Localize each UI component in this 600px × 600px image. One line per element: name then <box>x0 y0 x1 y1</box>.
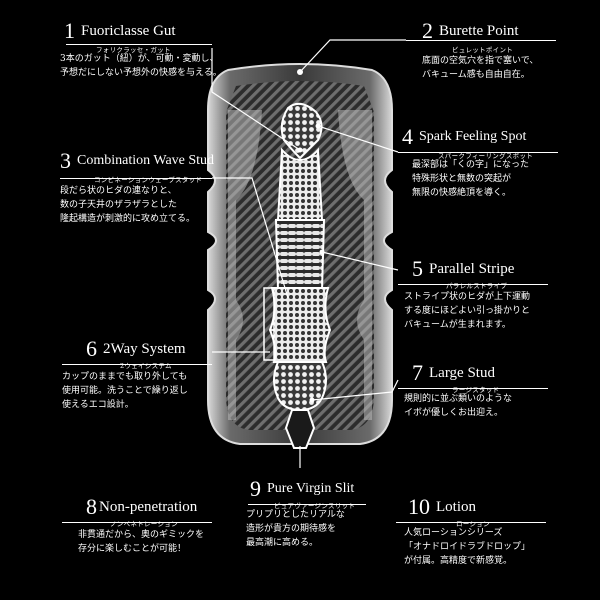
desc-line: 人気ローションシリーズ <box>404 528 503 538</box>
feature-3: 3 Combination Wave Stud コンビネーションウェーブスタッド <box>60 148 240 185</box>
gut-region <box>276 147 324 221</box>
feature-2: 2 Burette Point ビュレットポイント <box>422 18 582 55</box>
desc-line: ストライプ状のヒダが上下運動 <box>404 292 531 302</box>
feature-number: 10 <box>408 494 430 519</box>
divider <box>248 504 366 505</box>
feature-10: 10 Lotion ローション <box>408 494 558 529</box>
divider <box>62 364 212 365</box>
desc-line: 段だら状のヒダの連なりと、 <box>60 186 177 196</box>
divider <box>60 178 212 179</box>
feature-title: Pure Virgin Slit <box>267 481 355 496</box>
desc-line: 3本のガット（紐）が、可動・変動し、 <box>60 54 219 64</box>
feature-number: 5 <box>412 256 423 281</box>
desc-line: バキューム感も自由自在。 <box>422 70 530 80</box>
feature-7: 7 Large Stud ラージスタッド <box>412 360 562 395</box>
divider <box>396 522 546 523</box>
feature-number: 8 <box>86 494 97 519</box>
feature-subtitle: ノンペネトレーション <box>110 520 178 528</box>
feature-4: 4 Spark Feeling Spot スパークフィーリングスポット <box>402 124 592 161</box>
feature-subtitle: 2ウェイシステム <box>120 362 172 370</box>
parallel-stripe-region <box>274 219 326 291</box>
feature-title: Lotion <box>436 498 476 515</box>
feature-number: 3 <box>60 148 71 173</box>
desc-line: 底面の空気穴を指で塞いで、 <box>422 56 539 66</box>
feature-1: 1 Fuoriclasse Gut フォリクラッセ・ガット <box>64 20 224 90</box>
desc-line: カップのままでも取り外しても <box>62 372 188 382</box>
feature-title: Parallel Stripe <box>429 260 515 277</box>
desc-line: 使用可能。洗うことで繰り返し <box>62 386 188 396</box>
feature-number: 2 <box>422 18 433 43</box>
desc-line: 規則的に並ぶ類いのような <box>404 394 513 404</box>
feature-subtitle: パラレルストライプ <box>446 282 508 290</box>
feature-subtitle: コンビネーションウェーブスタッド <box>94 176 203 184</box>
divider <box>66 44 212 45</box>
feature-title: Fuoriclasse Gut <box>81 22 176 39</box>
desc-line: プリプリとしたリアルな <box>246 510 345 520</box>
feature-title: Spark Feeling Spot <box>419 129 527 144</box>
divider <box>398 284 548 285</box>
desc-line: 数の子天井のザラザラとした <box>60 200 178 210</box>
desc-line: 特殊形状と無数の突起が <box>412 174 512 184</box>
feature-subtitle: ラージスタッド <box>452 386 500 394</box>
feature-title: Non-penetration <box>99 498 198 515</box>
desc-line: する度にほどよい引っ掛かりと <box>404 306 531 316</box>
feature-5: 5 Parallel Stripe パラレルストライプ <box>412 256 592 291</box>
desc-line: バキュームが生まれます。 <box>404 320 511 330</box>
feature-subtitle: フォリクラッセ・ガット <box>96 46 171 54</box>
virgin-slit-region <box>284 409 316 449</box>
feature-9: 9 Pure Virgin Slit ピュアヴァージンスリット <box>250 476 410 511</box>
divider <box>62 522 212 523</box>
feature-number: 1 <box>64 18 75 43</box>
feature-number: 6 <box>86 336 97 361</box>
desc-line: 造形が貴方の期待感を <box>246 524 337 534</box>
desc-line: 存分に楽しむことが可能！ <box>78 544 187 554</box>
feature-title: Burette Point <box>439 22 519 39</box>
desc-line: が付属。高精度で新感覚。 <box>404 556 513 566</box>
desc-line: 隆起構造が刺激的に攻め立てる。 <box>60 214 196 224</box>
desc-line: 無限の快感絶頂を導く。 <box>412 188 512 198</box>
desc-line: 予想だにしない予想外の快感を与える。 <box>60 68 222 78</box>
desc-line: 非貫通だから、奥のギミックを <box>78 530 205 540</box>
feature-title: 2Way System <box>103 340 186 357</box>
combination-wave-region <box>268 287 332 363</box>
feature-6: 6 2Way System 2ウェイシステム <box>86 336 226 371</box>
divider <box>398 388 548 389</box>
large-stud-region <box>273 361 327 412</box>
feature-subtitle: ビュレットポイント <box>452 46 514 54</box>
feature-number: 4 <box>402 124 413 149</box>
feature-subtitle: ピュアヴァージンスリット <box>274 502 356 510</box>
desc-line: 使えるエコ設計。 <box>62 400 134 410</box>
divider <box>398 152 558 153</box>
desc-line: 「オナドロイドラブドロップ」 <box>404 542 531 552</box>
feature-title: Large Stud <box>429 364 495 381</box>
feature-number: 9 <box>250 476 261 501</box>
feature-number: 7 <box>412 360 423 385</box>
feature-subtitle: ローション <box>456 520 490 528</box>
feature-title: Combination Wave Stud <box>77 153 215 168</box>
divider <box>406 40 556 41</box>
desc-line: 最高潮に高める。 <box>246 538 319 548</box>
feature-subtitle: スパークフィーリングスポット <box>438 152 534 160</box>
desc-line: イボが優しくお出迎え。 <box>404 408 504 418</box>
desc-line: 最深部は「くの字」になった <box>412 160 530 170</box>
